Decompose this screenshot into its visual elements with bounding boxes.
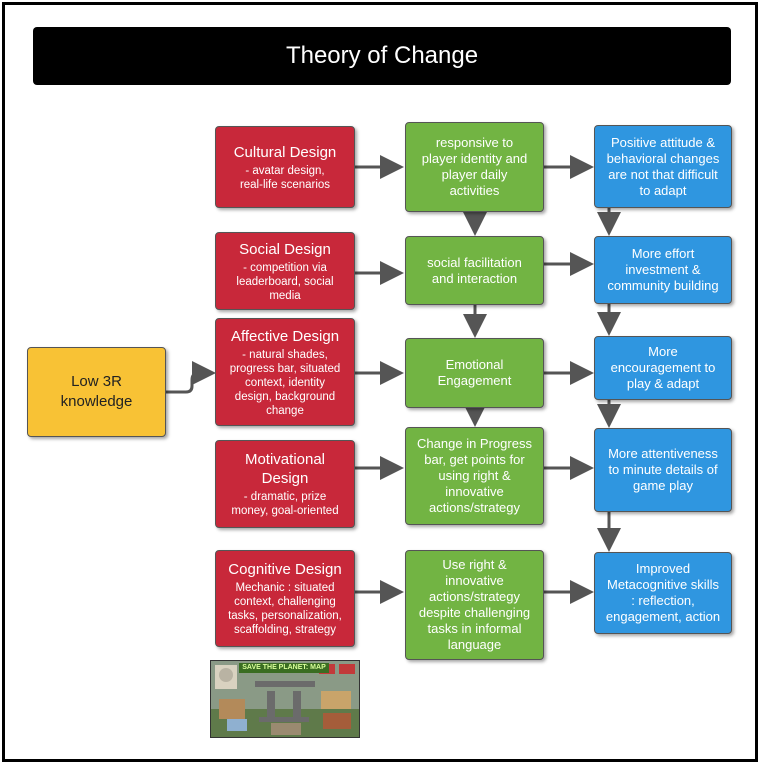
outcome-node-3: More encouragement to play & adapt — [594, 336, 732, 400]
mechanism-label: Change in Progress bar, get points for u… — [417, 436, 532, 515]
design-detail: - competition via leaderboard, social me… — [236, 261, 334, 302]
start-node: Low 3R knowledge — [27, 347, 166, 437]
design-title: Cultural Design — [233, 143, 337, 161]
design-title: Cognitive Design — [228, 561, 342, 578]
mechanism-node-3: Emotional Engagement — [405, 338, 544, 408]
mechanism-node-5: Use right & innovative actions/strategy … — [405, 550, 544, 660]
design-title: Affective Design — [230, 327, 340, 345]
outcome-node-5: Improved Metacognitive skills : reflecti… — [594, 552, 732, 634]
mechanism-node-2: social facilitation and interaction — [405, 236, 544, 305]
outcome-label: Positive attitude & behavioral changes a… — [606, 134, 720, 198]
mechanism-label: social facilitation and interaction — [427, 254, 522, 286]
outcome-node-4: More attentiveness to minute details of … — [594, 428, 732, 512]
mechanism-label: Use right & innovative actions/strategy … — [418, 557, 531, 652]
design-node-motivational: Motivational Design - dramatic, prize mo… — [215, 440, 355, 528]
outcome-label: More attentiveness to minute details of … — [608, 446, 718, 493]
design-node-cultural: Cultural Design - avatar design, real-li… — [215, 126, 355, 208]
start-node-label: Low 3R knowledge — [60, 373, 133, 410]
game-map-thumbnail: SAVE THE PLANET: MAP — [210, 660, 360, 738]
mechanism-label: responsive to player identity and player… — [421, 135, 528, 198]
design-node-affective: Affective Design - natural shades, progr… — [215, 318, 355, 426]
game-map-illustration — [211, 661, 359, 737]
design-node-cognitive: Cognitive Design Mechanic : situated con… — [215, 550, 355, 647]
design-node-social: Social Design - competition via leaderbo… — [215, 232, 355, 310]
design-title: Social Design — [239, 240, 331, 258]
design-detail: - avatar design, real-life scenarios — [239, 164, 331, 191]
diagram-title: Theory of Change — [33, 27, 731, 85]
arrow-start-to-affective — [166, 361, 216, 394]
mechanism-node-4: Change in Progress bar, get points for u… — [405, 427, 544, 525]
design-detail: - dramatic, prize money, goal-oriented — [231, 491, 339, 517]
mechanism-node-1: responsive to player identity and player… — [405, 122, 544, 212]
mechanism-label: Emotional Engagement — [437, 357, 512, 388]
outcome-label: More effort investment & community build… — [607, 246, 719, 293]
outcome-label: More encouragement to play & adapt — [610, 344, 716, 391]
outcome-node-1: Positive attitude & behavioral changes a… — [594, 125, 732, 208]
thumbnail-banner: SAVE THE PLANET: MAP — [239, 663, 329, 673]
outcome-node-2: More effort investment & community build… — [594, 236, 732, 304]
design-title: Motivational Design — [244, 451, 326, 487]
design-detail: Mechanic : situated context, challenging… — [228, 582, 342, 636]
outcome-label: Improved Metacognitive skills : reflecti… — [605, 561, 721, 624]
design-detail: - natural shades, progress bar, situated… — [229, 348, 341, 417]
